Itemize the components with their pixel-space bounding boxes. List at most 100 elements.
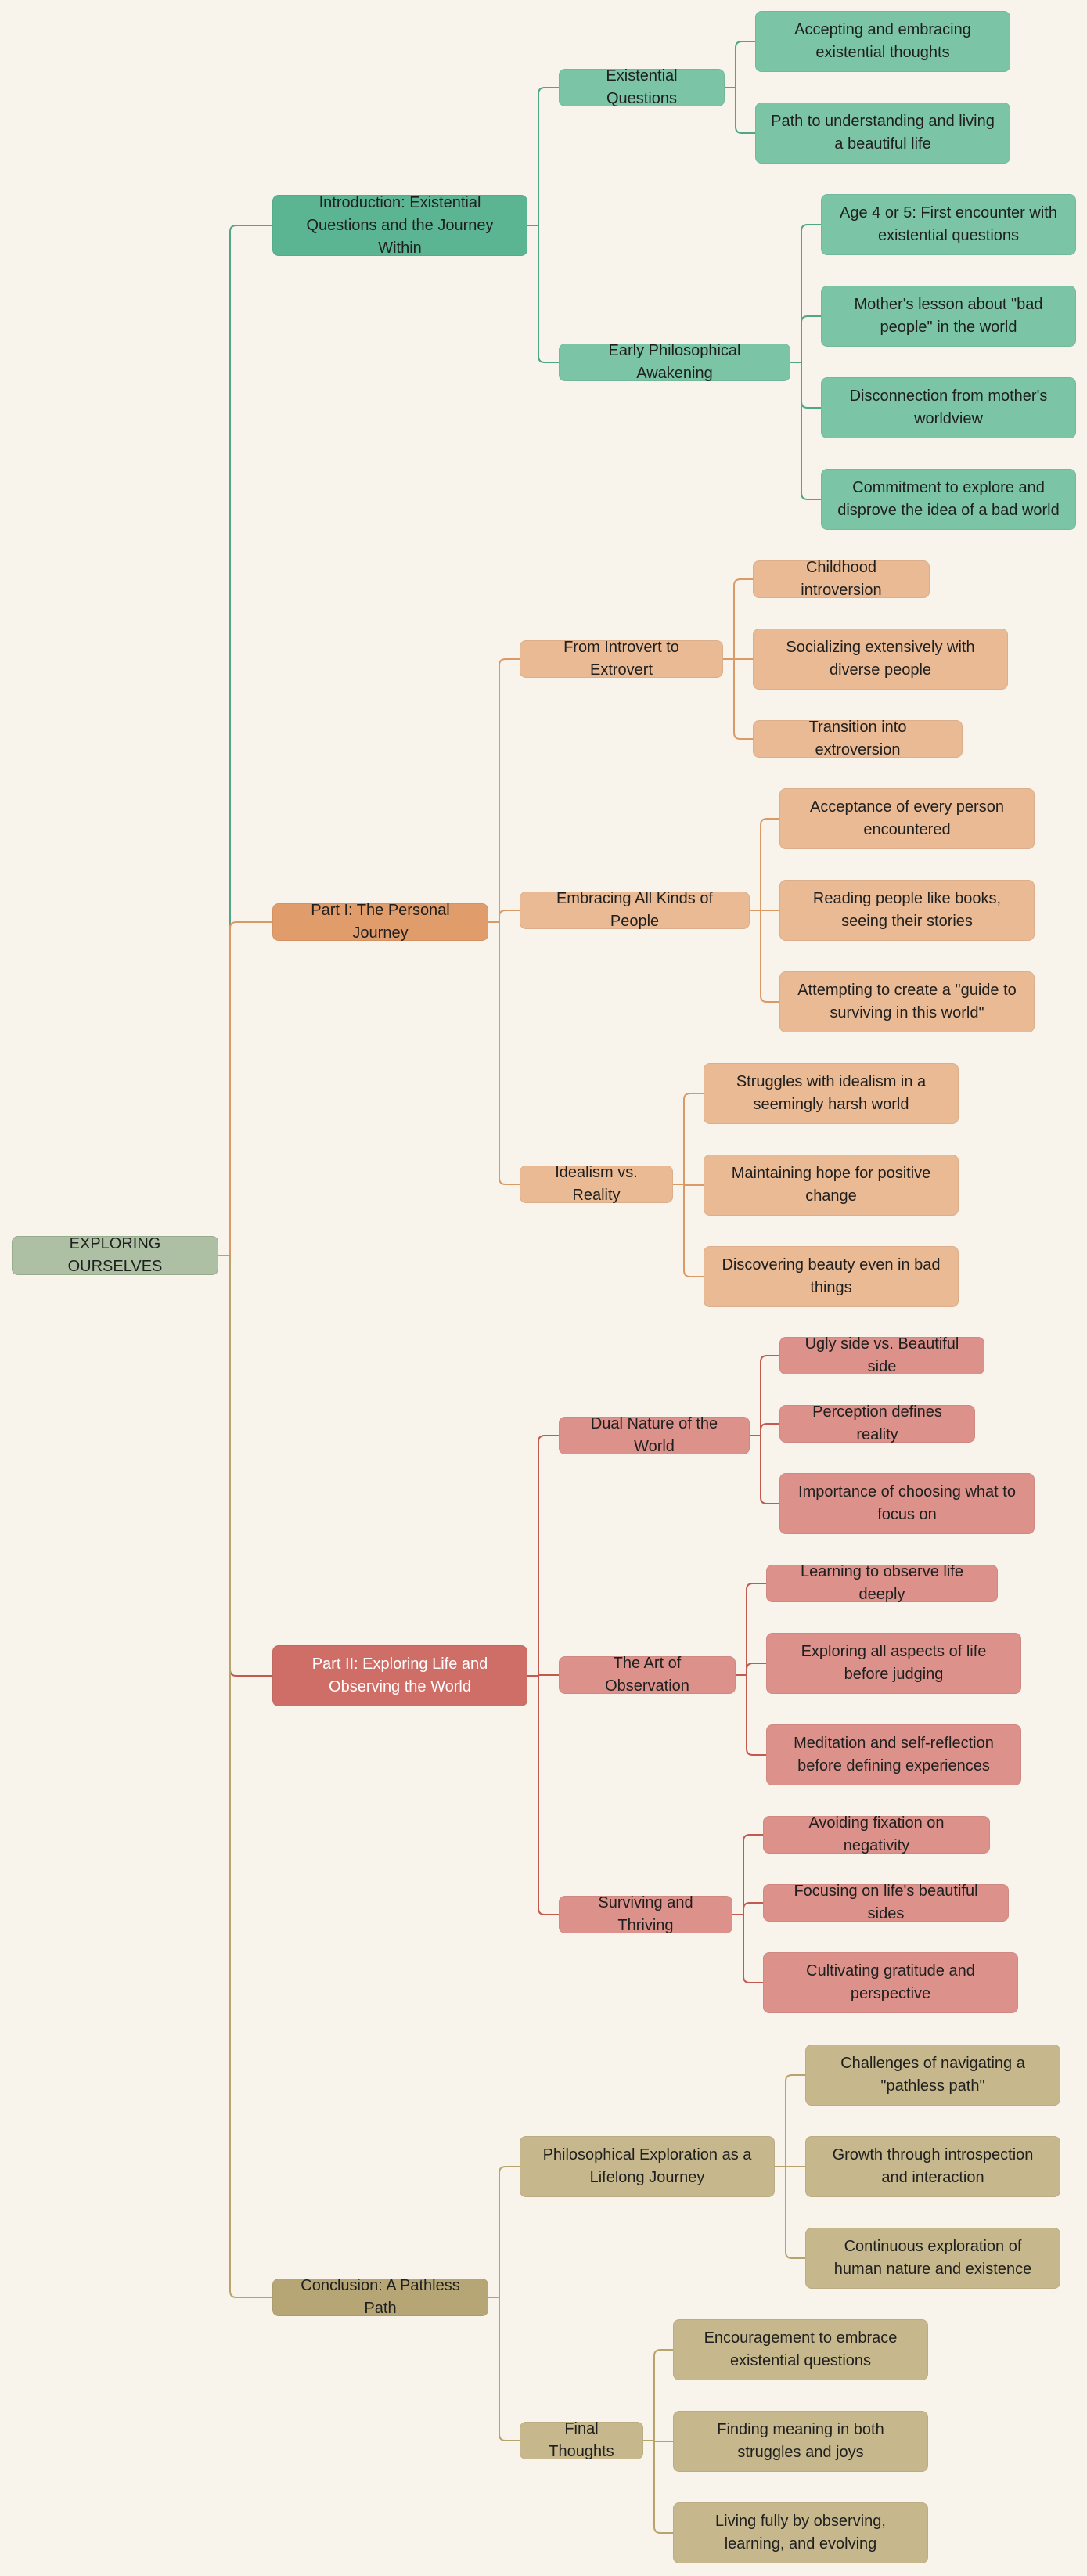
leaf-node[interactable]: Attempting to create a "guide to survivi… [779, 971, 1035, 1032]
connector-line [527, 225, 559, 363]
branch-node[interactable]: Conclusion: A Pathless Path [272, 2277, 488, 2317]
topic-node[interactable]: From Introvert to Extrovert [520, 639, 723, 679]
branch-node[interactable]: Part II: Exploring Life and Observing th… [272, 1645, 527, 1706]
leaf-node[interactable]: Maintaining hope for positive change [704, 1155, 959, 1216]
leaf-node[interactable]: Continuous exploration of human nature a… [805, 2228, 1060, 2289]
topic-label: Surviving and Thriving [598, 1894, 693, 1934]
topic-node[interactable]: Existential Questions [559, 67, 725, 107]
topic-node[interactable]: Early Philosophical Awakening [559, 342, 790, 382]
leaf-node[interactable]: Meditation and self-reflection before de… [766, 1724, 1021, 1785]
leaf-node[interactable]: Socializing extensively with diverse peo… [753, 629, 1008, 690]
topic-node[interactable]: The Art of Observation [559, 1655, 736, 1695]
topic-label: Embracing All Kinds of People [556, 890, 714, 930]
connector-line [488, 2297, 520, 2441]
leaf-node[interactable]: Struggles with idealism in a seemingly h… [704, 1063, 959, 1124]
connector-line [775, 2074, 805, 2167]
leaf-node[interactable]: Path to understanding and living a beaut… [755, 103, 1010, 164]
leaf-node[interactable]: Exploring all aspects of life before jud… [766, 1633, 1021, 1694]
leaf-node[interactable]: Focusing on life's beautiful sides [763, 1882, 1009, 1922]
leaf-node[interactable]: Ugly side vs. Beautiful side [779, 1335, 984, 1375]
leaf-label: Cultivating gratitude and perspective [806, 1962, 975, 2002]
leaf-label: Perception defines reality [812, 1403, 942, 1443]
connector-line [218, 225, 272, 1256]
connector-line [775, 2166, 805, 2259]
leaf-label: Avoiding fixation on negativity [808, 1814, 945, 1854]
root-node[interactable]: EXPLORING OURSELVES [12, 1235, 218, 1275]
connector-line [725, 41, 755, 88]
leaf-node[interactable]: Importance of choosing what to focus on [779, 1473, 1035, 1534]
connector-line [218, 1255, 272, 1677]
leaf-node[interactable]: Challenges of navigating a "pathless pat… [805, 2045, 1060, 2106]
leaf-node[interactable]: Growth through introspection and interac… [805, 2136, 1060, 2197]
topic-node[interactable]: Philosophical Exploration as a Lifelong … [520, 2136, 775, 2197]
branch-label: Conclusion: A Pathless Path [301, 2277, 460, 2317]
topic-label: Dual Nature of the World [590, 1415, 718, 1455]
connector-line [488, 658, 520, 923]
connector-line [527, 1675, 559, 1915]
leaf-label: Commitment to explore and disprove the i… [837, 479, 1060, 519]
leaf-label: Importance of choosing what to focus on [798, 1483, 1016, 1523]
leaf-label: Transition into extroversion [808, 719, 907, 758]
leaf-label: Acceptance of every person encountered [810, 798, 1004, 838]
leaf-node[interactable]: Acceptance of every person encountered [779, 788, 1035, 849]
leaf-node[interactable]: Age 4 or 5: First encounter with existen… [821, 194, 1076, 255]
leaf-node[interactable]: Encouragement to embrace existential que… [673, 2319, 928, 2380]
leaf-node[interactable]: Cultivating gratitude and perspective [763, 1952, 1018, 2013]
leaf-label: Reading people like books, seeing their … [812, 890, 1002, 930]
connector-line [723, 658, 753, 740]
leaf-node[interactable]: Perception defines reality [779, 1403, 975, 1443]
leaf-node[interactable]: Finding meaning in both struggles and jo… [673, 2411, 928, 2472]
root-label: EXPLORING OURSELVES [67, 1235, 163, 1275]
leaf-label: Socializing extensively with diverse peo… [786, 639, 975, 679]
leaf-node[interactable]: Accepting and embracing existential thou… [755, 11, 1010, 72]
connector-line [218, 1255, 272, 2298]
leaf-label: Accepting and embracing existential thou… [794, 21, 971, 61]
leaf-label: Learning to observe life deeply [801, 1563, 963, 1603]
topic-node[interactable]: Embracing All Kinds of People [520, 890, 750, 930]
connector-line [527, 87, 559, 226]
branch-label: Part I: The Personal Journey [311, 902, 450, 942]
branch-label: Part II: Exploring Life and Observing th… [311, 1655, 488, 1695]
leaf-label: Challenges of navigating a "pathless pat… [840, 2055, 1025, 2095]
leaf-label: Living fully by observing, learning, and… [715, 2513, 886, 2553]
connector-line [673, 1093, 704, 1185]
connector-line [732, 1834, 763, 1915]
topic-node[interactable]: Surviving and Thriving [559, 1894, 732, 1934]
topic-node[interactable]: Idealism vs. Reality [520, 1164, 673, 1204]
leaf-node[interactable]: Transition into extroversion [753, 719, 963, 758]
topic-label: Philosophical Exploration as a Lifelong … [542, 2146, 752, 2186]
topic-node[interactable]: Dual Nature of the World [559, 1415, 750, 1455]
topic-label: Idealism vs. Reality [555, 1164, 638, 1204]
connector-line [736, 1663, 766, 1676]
connector-line [725, 87, 755, 134]
connector-line [750, 818, 779, 911]
leaf-node[interactable]: Commitment to explore and disprove the i… [821, 469, 1076, 530]
connector-line [643, 2349, 673, 2441]
connector-line [750, 910, 779, 1003]
leaf-node[interactable]: Disconnection from mother's worldview [821, 377, 1076, 438]
leaf-label: Mother's lesson about "bad people" in th… [854, 296, 1043, 336]
leaf-label: Attempting to create a "guide to survivi… [797, 982, 1017, 1021]
branch-node[interactable]: Introduction: Existential Questions and … [272, 194, 527, 257]
leaf-node[interactable]: Discovering beauty even in bad things [704, 1246, 959, 1307]
leaf-node[interactable]: Reading people like books, seeing their … [779, 880, 1035, 941]
connector-line [736, 1583, 766, 1676]
leaf-label: Childhood introversion [801, 559, 882, 599]
connector-line [673, 1184, 704, 1277]
leaf-label: Discovering beauty even in bad things [722, 1256, 941, 1296]
topic-label: The Art of Observation [605, 1655, 689, 1695]
leaf-node[interactable]: Living fully by observing, learning, and… [673, 2502, 928, 2563]
connector-line [732, 1914, 763, 1983]
leaf-label: Exploring all aspects of life before jud… [801, 1643, 987, 1683]
connector-line [488, 910, 520, 923]
leaf-node[interactable]: Learning to observe life deeply [766, 1563, 998, 1603]
leaf-label: Continuous exploration of human nature a… [833, 2238, 1032, 2278]
connector-line [750, 1355, 779, 1436]
branch-node[interactable]: Part I: The Personal Journey [272, 902, 488, 942]
leaf-node[interactable]: Mother's lesson about "bad people" in th… [821, 286, 1076, 347]
leaf-node[interactable]: Childhood introversion [753, 559, 930, 599]
leaf-node[interactable]: Avoiding fixation on negativity [763, 1814, 990, 1854]
connector-line [527, 1435, 559, 1677]
topic-node[interactable]: Final Thoughts [520, 2420, 643, 2460]
